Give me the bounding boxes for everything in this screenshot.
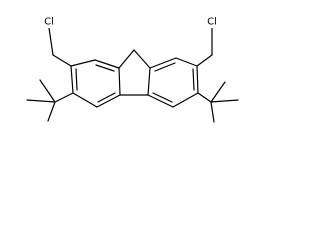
bond: [149, 57, 177, 69]
bond: [47, 101, 56, 122]
bond: [118, 49, 135, 69]
bond: [175, 57, 198, 67]
right-chloromethyl-group: [196, 27, 213, 67]
fluorene-core: [70, 49, 199, 108]
bond: [172, 92, 199, 108]
label-background: [204, 16, 220, 28]
left-chlorine-label: Cl: [44, 17, 54, 28]
bond: [210, 101, 215, 123]
double-bond-inner: [95, 64, 115, 72]
bond: [96, 94, 121, 108]
methylene-bridge: [118, 49, 151, 96]
left-tert-butyl-group: [26, 79, 74, 122]
bond: [118, 67, 121, 96]
bond: [147, 94, 174, 108]
right-chlorine-label: Cl: [207, 17, 217, 28]
bond: [94, 59, 120, 69]
right-chlorine-atom: Cl: [204, 16, 220, 28]
left-chlorine-atom: Cl: [41, 16, 57, 28]
double-bond-inner: [192, 68, 195, 91]
bond: [210, 81, 226, 103]
left-chloromethyl-group: [48, 27, 72, 67]
bond: [70, 65, 74, 94]
bond: [54, 92, 74, 103]
double-bond-inner: [154, 62, 176, 72]
bond: [70, 59, 96, 67]
right-aromatic-ring: [147, 57, 199, 108]
double-bond-inner: [75, 68, 78, 91]
label-background: [41, 16, 57, 28]
bond: [197, 92, 212, 103]
bond: [72, 92, 98, 108]
double-bond-inner: [152, 92, 173, 103]
chemical-structure-diagram: Cl Cl: [26, 16, 239, 123]
bond: [210, 99, 239, 103]
bond: [133, 49, 151, 69]
bond: [39, 79, 56, 103]
double-bond-inner: [97, 92, 116, 103]
bond: [147, 67, 151, 96]
bond: [26, 99, 56, 103]
right-tert-butyl-group: [197, 81, 239, 123]
bond: [52, 54, 72, 67]
bond: [196, 65, 199, 94]
left-aromatic-ring: [70, 59, 121, 108]
bond: [196, 54, 213, 67]
bond: [48, 27, 54, 56]
